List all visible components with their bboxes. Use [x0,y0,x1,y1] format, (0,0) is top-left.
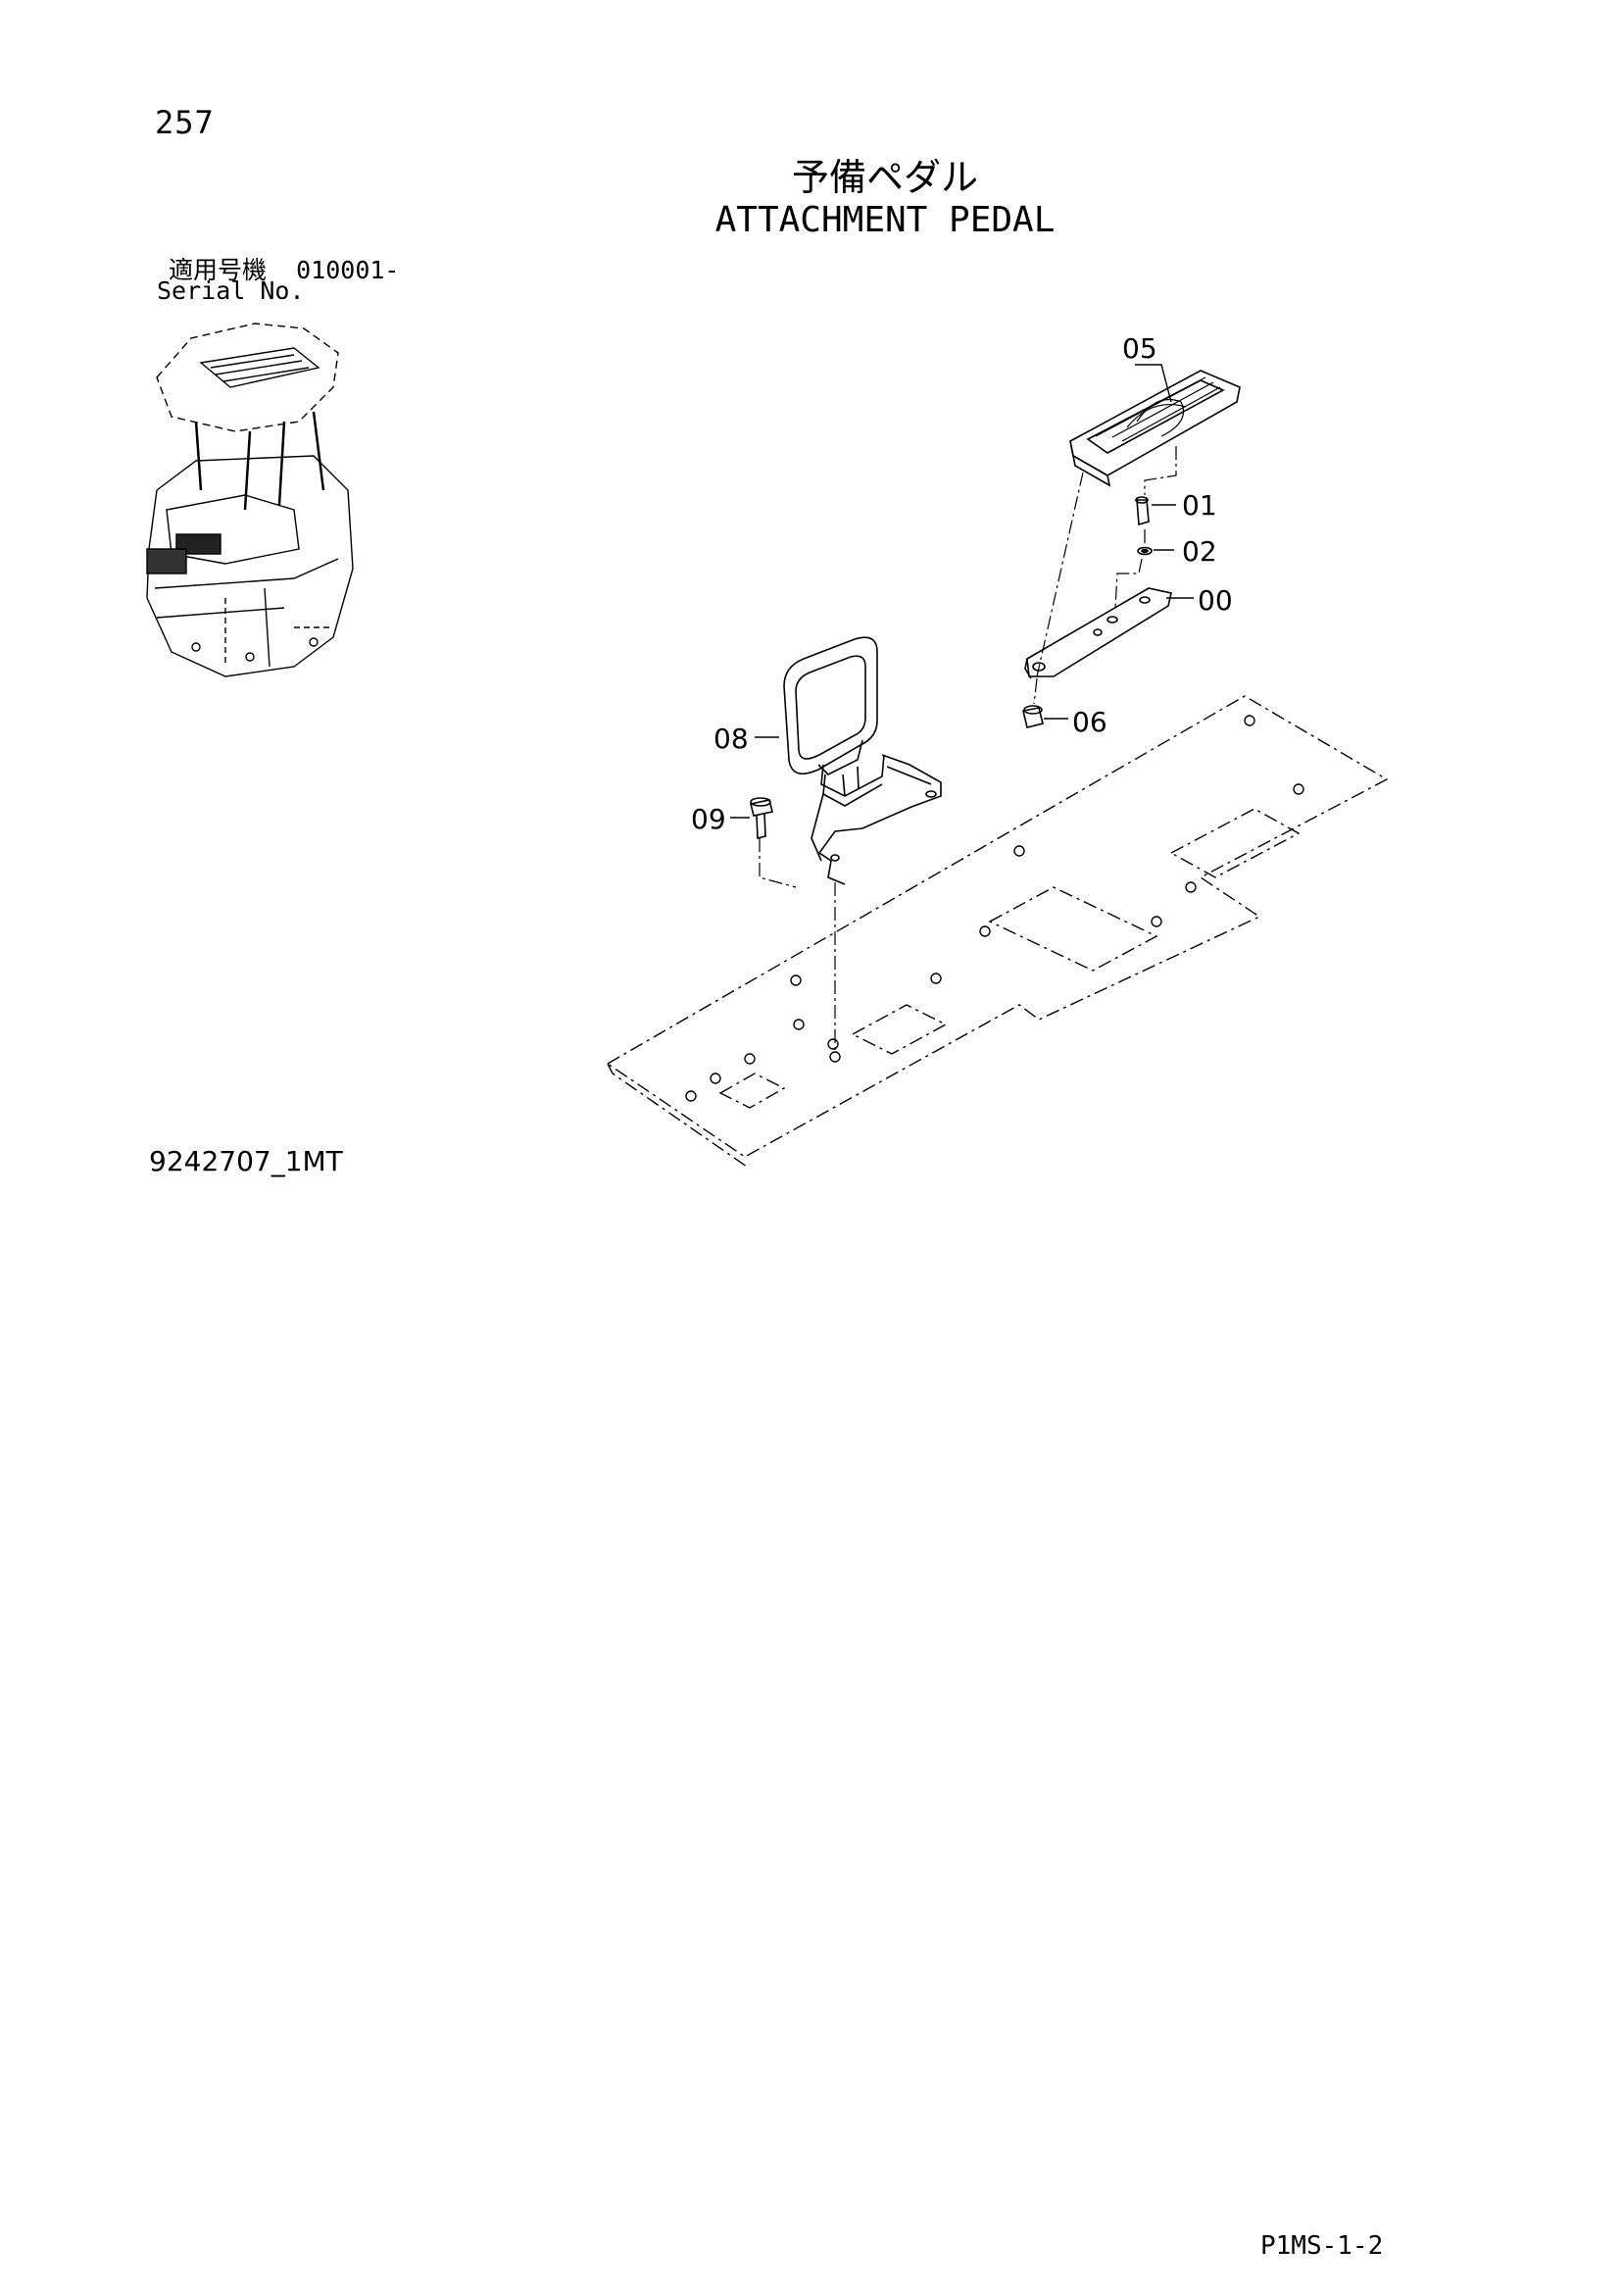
fastener-parts [1022,496,1153,728]
bolt-09-part [750,797,773,840]
part-label-02: 02 [1182,535,1217,568]
serial-label-japanese: 適用号機 [169,256,268,284]
pedal-bracket-part [1024,587,1172,679]
pedal-pad-part [1069,370,1241,487]
part-label-01: 01 [1182,489,1217,522]
handle-bracket-part [783,636,942,885]
page-title-english: ATTACHMENT PEDAL [714,200,1056,240]
machine-overview-thumbnail [146,323,354,677]
serial-range: 010001- [296,256,400,284]
part-label-05: 05 [1122,332,1157,365]
part-label-09: 09 [691,803,726,835]
part-label-08: 08 [713,723,749,755]
part-label-06: 06 [1072,706,1107,738]
drawing-code: 9242707_1MT [149,1145,343,1177]
page-title-japanese: 予備ペダル [791,156,978,199]
serial-number-line: 適用号機 010001- [169,251,399,286]
floor-plate [606,695,1389,1168]
part-label-00: 00 [1198,584,1233,617]
part-labels: 05 01 02 00 06 08 09 [691,332,1233,835]
page-number: 257 [155,104,215,141]
label-leader-lines [730,364,1194,819]
assembly-centerlines [759,446,1177,1054]
serial-label-english: Serial No. [157,276,305,305]
page-code: P1MS-1-2 [1260,2231,1384,2261]
